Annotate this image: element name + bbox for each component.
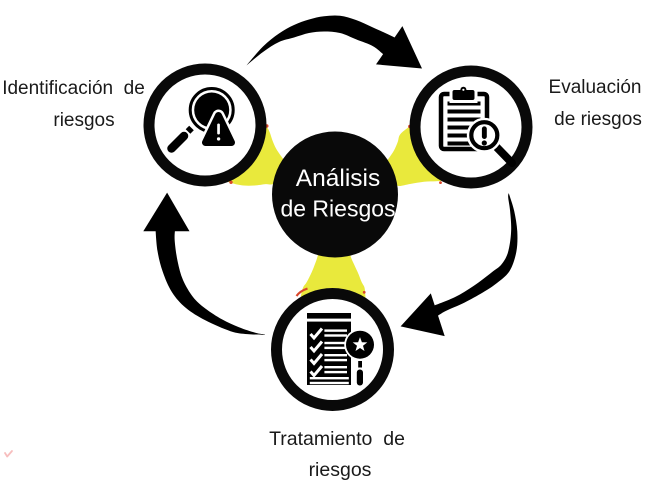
svg-text:Evaluación: Evaluación	[549, 77, 642, 98]
svg-text:Tratamiento de: Tratamiento de	[269, 428, 405, 450]
svg-text:Identificación de: Identificación de	[2, 78, 145, 99]
svg-text:riesgos: riesgos	[53, 110, 114, 131]
svg-text:de Riesgos: de Riesgos	[280, 195, 395, 221]
svg-text:riesgos: riesgos	[309, 459, 372, 481]
svg-text:de riesgos: de riesgos	[554, 109, 642, 130]
svg-text:Análisis: Análisis	[296, 165, 380, 192]
